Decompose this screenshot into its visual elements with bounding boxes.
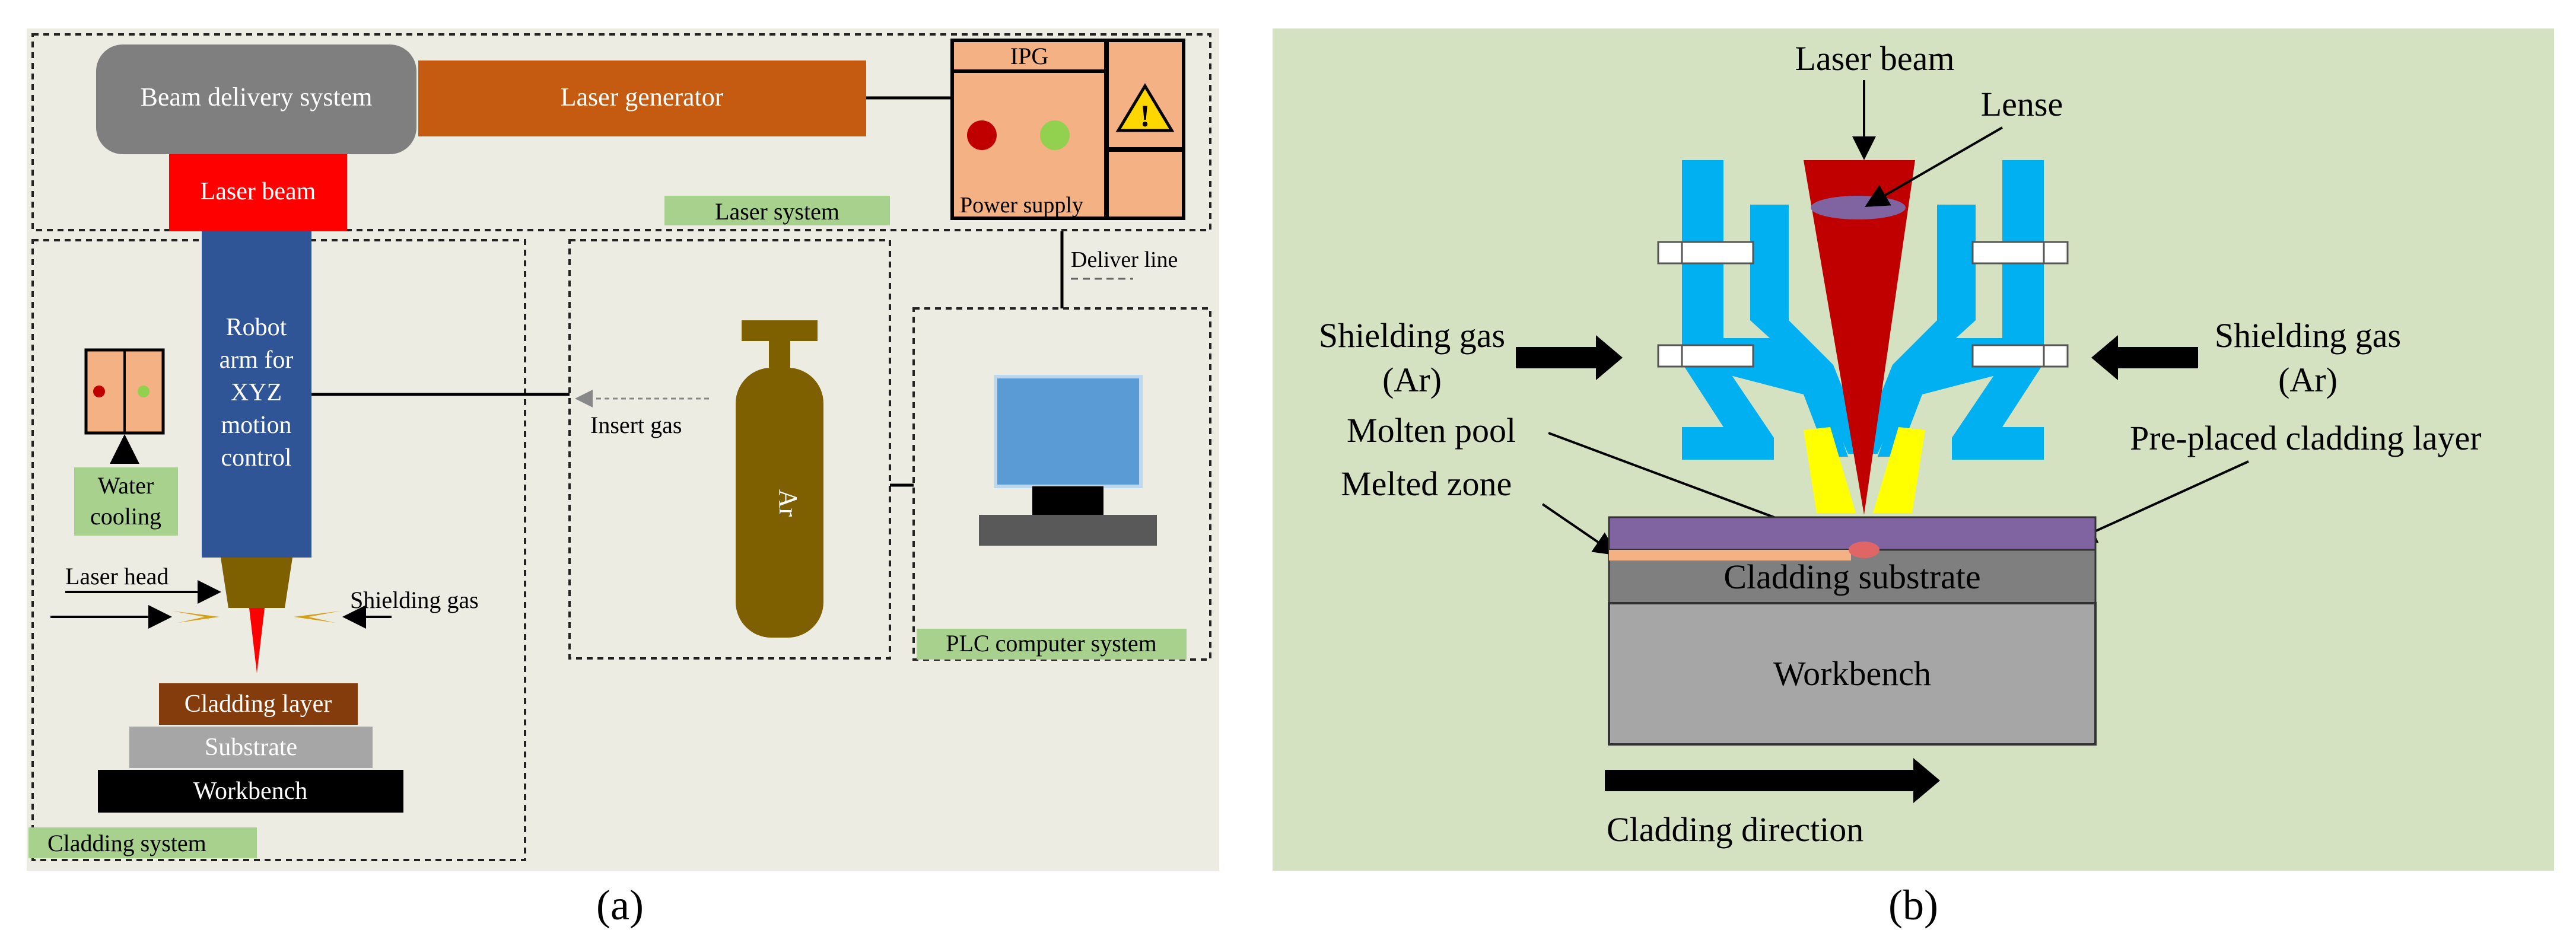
right-upper-port — [2043, 241, 2069, 265]
laser-head-nozzle — [221, 558, 292, 608]
shielding-gas-right-line2: (Ar) — [2278, 361, 2338, 399]
water-cooling-red-light — [93, 386, 105, 397]
insert-gas-label: Insert gas — [590, 412, 682, 438]
lense-label: Lense — [1981, 85, 2063, 123]
melted-zone-pointer — [1541, 503, 1618, 556]
power-supply: IPG ! Power supply — [950, 39, 1185, 220]
laser-generator-label: Laser generator — [561, 82, 724, 112]
melted-zone-label: Melted zone — [1341, 464, 1512, 503]
shielding-gas-left-arrow — [1516, 335, 1623, 380]
panel-a: Beam delivery system Laser generator IPG… — [27, 28, 1219, 871]
substrate-label: Substrate — [205, 734, 297, 761]
workbench-label-b: Workbench — [1773, 654, 1931, 693]
left-lower-port — [1657, 344, 1683, 368]
water-cooling-green-light — [138, 386, 150, 397]
ipg-label: IPG — [1010, 43, 1048, 69]
laser-generator-box — [418, 60, 866, 136]
ar-label: Ar — [774, 489, 803, 517]
nozzle-left — [1682, 160, 1869, 460]
deliver-line-label: Deliver line — [1071, 247, 1178, 272]
water-cooling-label-line1: Water — [98, 472, 154, 499]
molten-pool-label: Molten pool — [1347, 411, 1516, 450]
substrate-box — [129, 727, 373, 768]
power-supply-label: Power supply — [960, 193, 1083, 218]
laser-beam-label: Laser beam — [201, 178, 316, 205]
red-indicator-light — [967, 120, 997, 150]
warning-exclamation-icon: ! — [1140, 100, 1150, 133]
robot-arm-box — [202, 231, 311, 558]
melted-zone-strip — [1609, 550, 1851, 561]
shielding-gas-flame-left — [172, 611, 220, 623]
left-upper-port — [1657, 241, 1683, 265]
cladding-direction-arrow — [1605, 758, 1940, 803]
beam-delivery-system-label: Beam delivery system — [140, 82, 372, 112]
pre-placed-cladding-layer — [1608, 516, 2097, 551]
laser-system-label: Laser system — [715, 198, 839, 225]
plc-label-bg — [917, 629, 1187, 660]
pre-placed-cladding-layer-label: Pre-placed cladding layer — [2130, 419, 2482, 457]
cladding-layer-label: Cladding layer — [185, 690, 332, 718]
cladding-system-label: Cladding system — [47, 830, 206, 856]
plc-computer-system-label: PLC computer system — [946, 630, 1157, 657]
shielding-gas-left-line2: (Ar) — [1382, 361, 1442, 399]
panel-b: Laser beam Lense Shieldi — [1273, 28, 2554, 871]
ar-gas-cylinder: Ar — [736, 320, 823, 638]
cladding-direction-label: Cladding direction — [1607, 810, 1863, 849]
robot-arm-label-line3: XYZ — [231, 379, 282, 406]
powder-stream-right — [1873, 427, 1925, 513]
computer-monitor-icon — [979, 375, 1157, 546]
beam-delivery-system-box — [96, 44, 416, 154]
robot-arm-label-line5: control — [221, 444, 292, 472]
green-indicator-light — [1040, 120, 1070, 150]
shielding-gas-right-line1: Shielding gas — [2215, 316, 2401, 355]
robot-arm-label-line1: Robot — [226, 314, 287, 341]
robot-arm-label-line4: motion — [221, 412, 291, 439]
laser-system-label-bg — [664, 196, 890, 225]
pre-placed-pointer — [2072, 460, 2249, 543]
robot-arm-label-line2: arm for — [220, 346, 294, 374]
water-cooling-label-bg — [74, 467, 178, 536]
workbench-box — [98, 770, 403, 813]
laser-beam-cone — [1804, 160, 1915, 515]
shielding-gas-left-line1: Shielding gas — [1319, 316, 1505, 355]
caption-b: (b) — [1888, 881, 1938, 929]
nozzle-right — [1857, 160, 2044, 460]
caption-a: (a) — [596, 881, 644, 929]
cladding-substrate-label: Cladding substrate — [1723, 558, 1980, 596]
shielding-gas-right-arrow — [2091, 335, 2198, 380]
cladding-layer-box — [159, 683, 358, 725]
warning-triangle-icon — [1115, 83, 1175, 132]
powder-stream-left — [1804, 427, 1856, 513]
molten-pool-ellipse — [1849, 542, 1879, 558]
cladding-system-label-bg — [28, 827, 257, 858]
right-lower-port — [2043, 344, 2069, 368]
shielding-gas-label: Shielding gas — [350, 587, 479, 613]
lense-ellipse — [1811, 196, 1906, 219]
workbench-label: Workbench — [193, 778, 308, 805]
gas-system-box — [568, 239, 891, 660]
water-cooling-label-line2: cooling — [90, 503, 161, 530]
laser-head-beam — [249, 608, 265, 673]
laser-beam-box — [169, 154, 347, 231]
laser-system-box — [31, 33, 1211, 231]
workbench-box-b — [1608, 602, 2097, 746]
shielding-gas-flame-right — [294, 611, 341, 623]
lense-pointer — [1865, 126, 2003, 208]
laser-beam-label-b: Laser beam — [1795, 39, 1955, 78]
laser-head-label: Laser head — [65, 563, 168, 590]
